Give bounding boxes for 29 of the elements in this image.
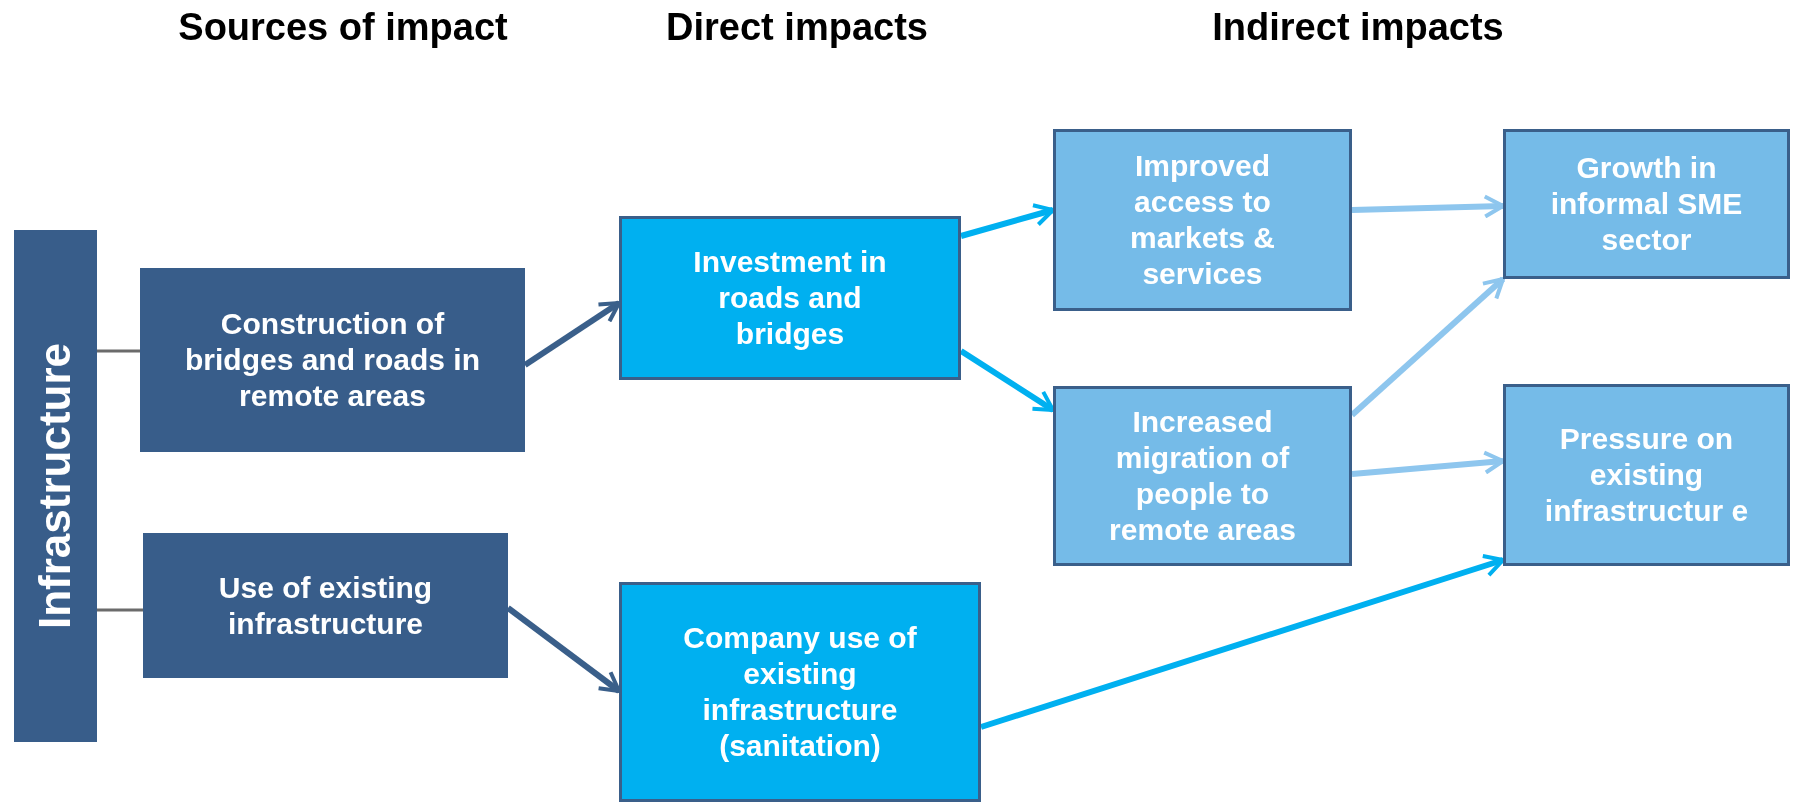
connector-line [97,608,143,612]
arrow [1351,194,1505,219]
category-label: Infrastructure [30,342,81,630]
arrow [959,348,1055,413]
process-box [619,582,981,802]
process-box [1503,129,1790,279]
process-box [143,533,508,678]
box-label: Growth in informal SME sector [1549,150,1744,258]
process-box [1503,384,1790,566]
arrow [980,553,1505,730]
process-box [1053,386,1352,566]
box-label: Construction of bridges and roads in remote areas [183,306,482,414]
arrow [1350,276,1505,418]
column-heading: Indirect impacts [1212,6,1504,49]
box-label: Investment in roads and bridges [692,244,888,352]
process-box [140,268,525,452]
column-heading: Sources of impact [178,6,508,49]
box-label: Improved access to markets & services [1128,148,1277,292]
box-label: Use of existing infrastructure [217,569,434,642]
category-bar [14,230,97,742]
process-box [619,216,961,380]
column-heading: Direct impacts [666,6,928,49]
box-label: Increased migration of people to remote areas [1108,404,1297,548]
connector-line [97,349,140,353]
box-label: Company use of existing infrastructure (sanitation) [682,620,918,764]
process-box [1053,129,1352,311]
arrow [960,203,1055,239]
box-label: Pressure on existing infrastructur e [1543,421,1750,529]
arrow [1351,450,1505,477]
